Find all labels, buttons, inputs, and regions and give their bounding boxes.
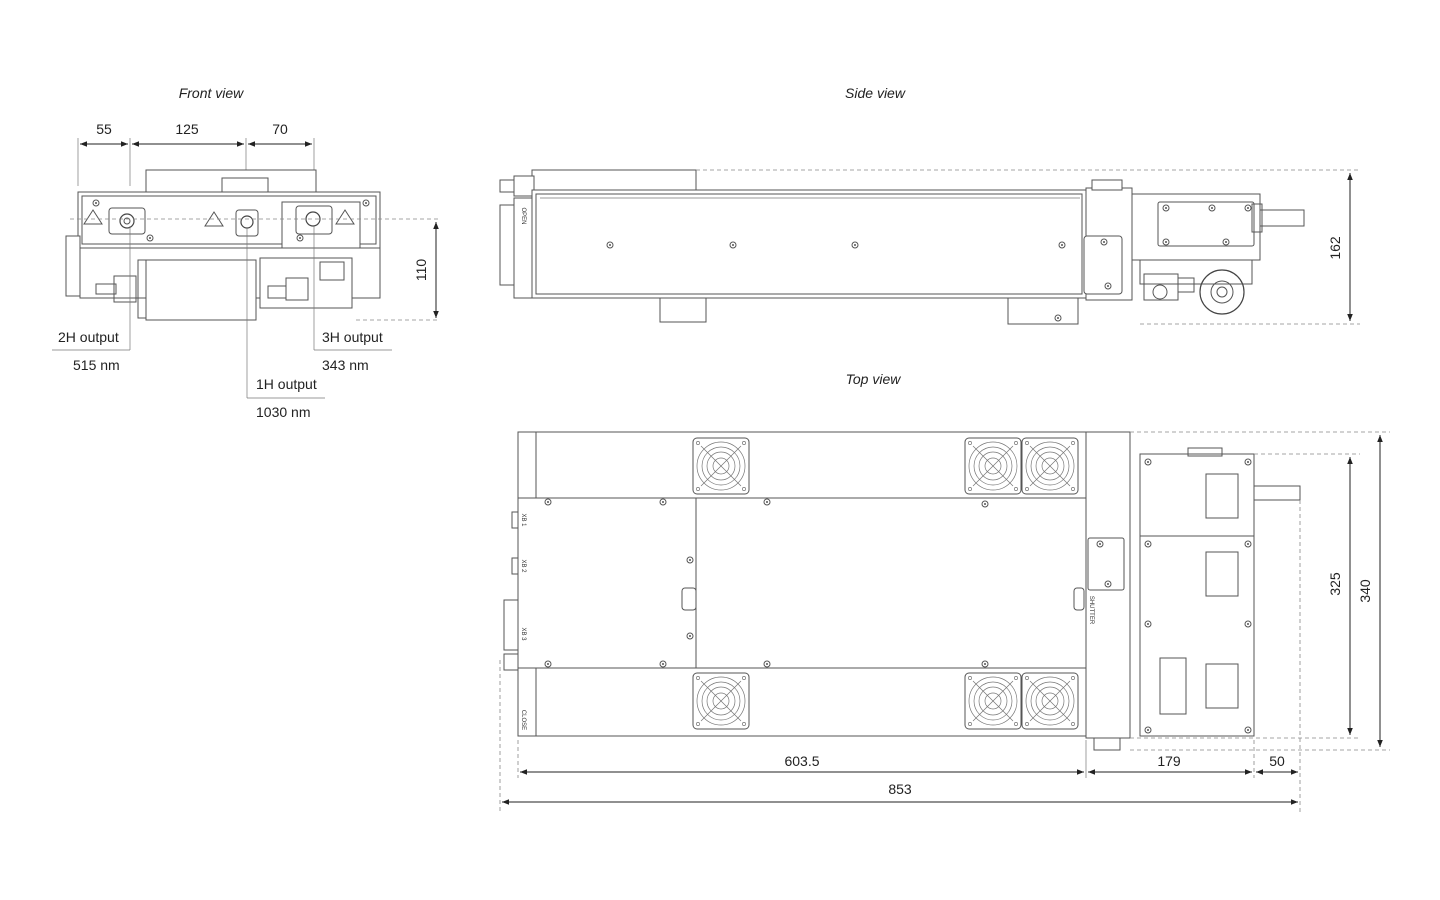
front-dim-55: 55 — [96, 121, 112, 137]
top-dim-340: 340 — [1357, 579, 1373, 603]
side-label-open: OPEN — [520, 207, 526, 224]
front-dim-70: 70 — [272, 121, 288, 137]
top-dim-325: 325 — [1327, 572, 1343, 596]
top-label-shutter: SHUTTER — [1088, 596, 1094, 625]
output-1h-label: 1H output — [256, 376, 317, 392]
side-view-title: Side view — [845, 85, 906, 101]
top-label-xb2: XB 2 — [520, 559, 526, 573]
output-3h-wavelength: 343 nm — [322, 357, 369, 373]
output-3h-label: 3H output — [322, 329, 383, 345]
top-view: Top view XB 1 XB 2 XB 3 CLOSE — [499, 371, 1390, 812]
top-label-xb3: XB 3 — [520, 627, 526, 641]
output-1h-wavelength: 1030 nm — [256, 404, 310, 420]
side-dim-height: 162 — [1327, 236, 1343, 260]
top-dim-603-5: 603.5 — [784, 753, 819, 769]
top-dim-853: 853 — [888, 781, 912, 797]
top-dim-179: 179 — [1157, 753, 1181, 769]
top-dim-50: 50 — [1269, 753, 1285, 769]
front-view: Front view 55 125 70 — [52, 85, 440, 420]
top-label-close: CLOSE — [520, 710, 526, 730]
front-dim-height: 110 — [413, 259, 429, 282]
front-view-title: Front view — [179, 85, 244, 101]
output-2h-label: 2H output — [58, 329, 119, 345]
top-view-title: Top view — [846, 371, 902, 387]
front-dim-125: 125 — [175, 121, 199, 137]
side-view: Side view OPEN — [499, 85, 1360, 325]
output-2h-wavelength: 515 nm — [73, 357, 120, 373]
top-label-xb1: XB 1 — [520, 513, 526, 527]
